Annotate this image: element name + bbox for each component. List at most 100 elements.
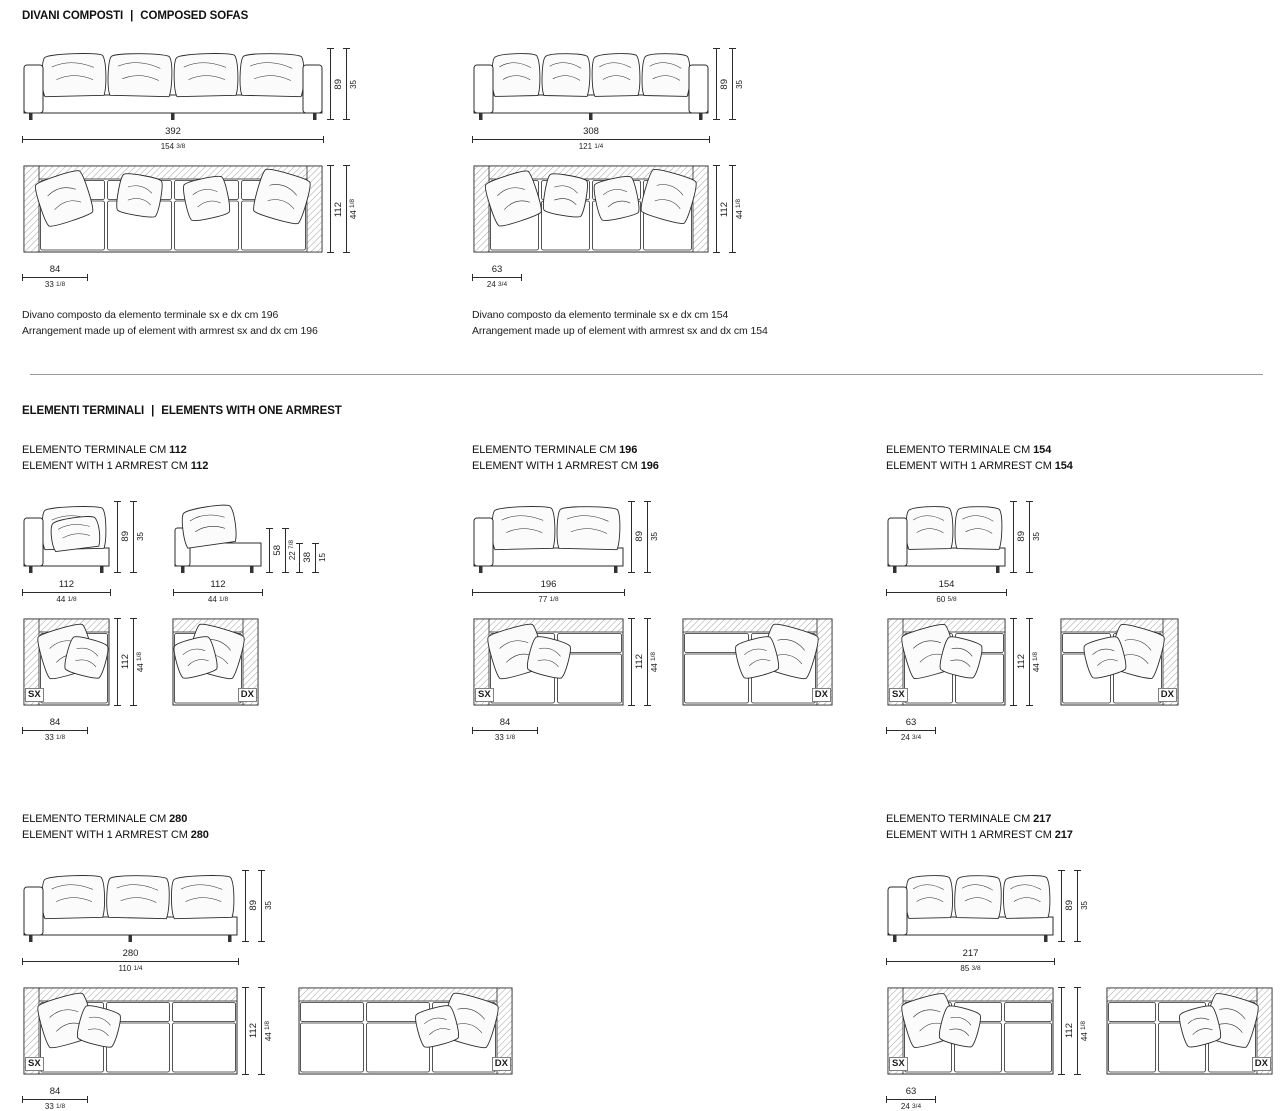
sx-label: SX	[25, 687, 44, 702]
dim-in-label: 33 1/8	[44, 732, 66, 742]
dim-line	[628, 617, 635, 706]
caption-en: Arrangement made up of element with armr…	[22, 325, 318, 338]
dim-line	[296, 542, 303, 573]
dim-line	[327, 165, 334, 254]
dim-line	[1026, 617, 1033, 706]
height-dimension: 89 35	[1058, 869, 1089, 942]
sofa-front-view	[472, 501, 625, 573]
height-dimension: 89 35	[628, 500, 659, 573]
dim-in-label: 15	[318, 553, 327, 563]
dim-cm-label: 89	[634, 531, 645, 542]
dim-in-label: 44 1/8	[650, 651, 659, 672]
sx-label: SX	[889, 687, 908, 702]
dim-line	[22, 726, 88, 734]
dim-in-label: 44 1/8	[735, 199, 744, 220]
dim-cm-label: 84	[49, 716, 61, 728]
dim-line	[266, 527, 273, 573]
dim-line	[114, 500, 121, 573]
dim-line	[644, 617, 651, 706]
composed-block-308: 308 121 1/4 89 35	[472, 48, 768, 340]
dim-cm-label: 112	[719, 201, 730, 217]
dim-line	[729, 165, 736, 254]
dim-line	[282, 527, 289, 573]
dim-cm-label: 58	[272, 544, 283, 556]
section-divider	[30, 373, 1263, 375]
dim-line	[242, 986, 249, 1075]
sofa-front-view	[886, 870, 1055, 942]
sofa-top-view	[472, 165, 710, 253]
element-size: 154	[1033, 443, 1052, 456]
dim-line	[22, 135, 324, 143]
sofa-top-view	[22, 165, 324, 253]
depth-dimension: 112 44 1/8	[628, 617, 659, 706]
top-view-sx: SX	[22, 987, 239, 1075]
section-heading-en: COMPOSED SOFAS	[140, 10, 249, 22]
dim-line	[713, 48, 720, 120]
title-it: ELEMENTO TERMINALE CM	[22, 443, 167, 456]
sx-label: SX	[25, 1056, 44, 1071]
title-it: ELEMENTO TERMINALE CM	[886, 443, 1031, 456]
terminal-block-154: ELEMENTO TERMINALE CM 154 ELEMENT WITH 1…	[886, 443, 1180, 742]
width-dimension: 280 110 1/4	[22, 948, 239, 973]
terminal-block-217: ELEMENTO TERMINALE CM 217 ELEMENT WITH 1…	[886, 812, 1274, 1111]
dim-cm-label: 112	[248, 1023, 259, 1039]
dim-cm-label: 112	[120, 654, 131, 670]
dim-line	[1058, 986, 1065, 1075]
sofa-front-view	[472, 48, 710, 120]
dim-line	[472, 726, 538, 734]
depth-dimension: 112 44 1/8	[1058, 986, 1089, 1075]
title-it: ELEMENTO TERMINALE CM	[886, 812, 1031, 825]
dim-cm-label: 63	[491, 264, 503, 276]
top-view-sx: SX	[22, 618, 111, 706]
dim-line	[729, 48, 736, 120]
element-size: 112	[190, 459, 209, 472]
terminal-block-196: ELEMENTO TERMINALE CM 196 ELEMENT WITH 1…	[472, 443, 886, 742]
section-heading-it: ELEMENTI TERMINALI	[22, 404, 145, 417]
dim-cm-label: 112	[58, 578, 75, 590]
dim-cm-label: 112	[210, 578, 226, 590]
dim-line	[130, 617, 137, 706]
dim-in-label: 35	[349, 79, 358, 89]
title-en: ELEMENT WITH 1 ARMREST CM	[22, 459, 188, 472]
armrest-depth-dimension: 84 33 1/8	[472, 717, 538, 742]
width-dimension: 217 85 3/8	[886, 948, 1055, 973]
section-heading-en: ELEMENTS WITH ONE ARMREST	[161, 404, 342, 417]
dim-line	[22, 957, 239, 965]
dx-label: DX	[237, 687, 257, 702]
height-dimension: 89 35	[242, 869, 273, 942]
armrest-depth-dimension: 84 33 1/8	[22, 716, 88, 742]
section-heading-composed: DIVANI COMPOSTI|COMPOSED SOFAS	[22, 10, 1283, 22]
element-title: ELEMENTO TERMINALE CM 280 ELEMENT WITH 1…	[22, 812, 886, 844]
caption-it: Divano composto da elemento terminale sx…	[472, 309, 729, 322]
dim-cm-label: 89	[333, 78, 344, 90]
element-title: ELEMENTO TERMINALE CM 112 ELEMENT WITH 1…	[22, 443, 472, 475]
dx-label: DX	[811, 687, 831, 702]
dim-cm-label: 63	[905, 1085, 917, 1097]
element-size: 217	[1054, 828, 1073, 841]
dim-line	[114, 617, 121, 706]
top-view-drawing	[886, 618, 1007, 706]
top-view-dx: DX	[297, 987, 514, 1075]
dim-in-label: 44 1/8	[1032, 651, 1041, 672]
dim-line	[1026, 500, 1033, 573]
top-view-drawing	[22, 987, 239, 1075]
dim-cm-label: 84	[49, 1085, 61, 1097]
dim-in-label: 24 3/4	[486, 280, 508, 290]
terminal-block-112: ELEMENTO TERMINALE CM 112 ELEMENT WITH 1…	[22, 443, 472, 742]
top-view-drawing	[297, 987, 514, 1075]
dim-line	[472, 588, 625, 596]
dim-in-label: 110 1/4	[118, 963, 143, 973]
dim-line	[1074, 986, 1081, 1075]
dim-line	[343, 165, 350, 254]
element-size: 217	[1033, 812, 1052, 825]
sofa-front-view	[22, 501, 111, 573]
top-view-drawing	[171, 618, 260, 706]
dim-line	[327, 48, 334, 120]
depth-dimension: 112 44 1/8	[713, 165, 744, 254]
dim-line	[644, 500, 651, 573]
dim-in-label: 44 1/8	[136, 651, 145, 672]
dim-line	[130, 500, 137, 573]
section-heading-terminals: ELEMENTI TERMINALI|ELEMENTS WITH ONE ARM…	[22, 405, 1283, 417]
title-en: ELEMENT WITH 1 ARMREST CM	[22, 828, 188, 841]
dim-line	[1010, 617, 1017, 706]
